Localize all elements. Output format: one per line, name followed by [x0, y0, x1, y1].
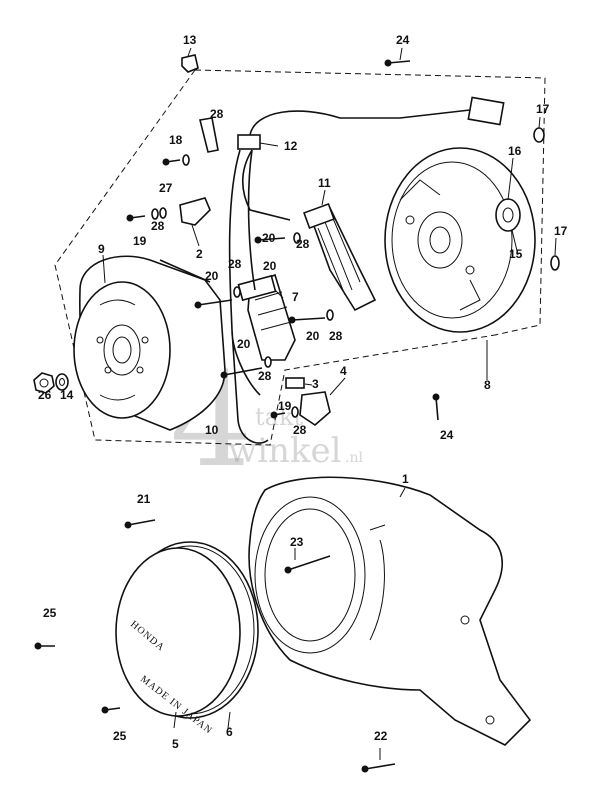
callout-27: 27 — [159, 181, 173, 195]
cover-screws — [34, 519, 396, 773]
assembly-boundary — [54, 69, 546, 446]
washer-17-lower — [550, 255, 560, 271]
callout-28-top: 28 — [210, 107, 224, 121]
callout-14: 14 — [60, 388, 74, 402]
callout-4: 4 — [340, 364, 347, 378]
callout-20-lower: 20 — [237, 337, 251, 351]
callout-28-mid: 28 — [151, 219, 165, 233]
callout-26: 26 — [38, 388, 52, 402]
callout-8: 8 — [484, 378, 491, 392]
watermark-suffix: .nl — [345, 450, 363, 466]
callout-17-lower: 17 — [554, 224, 568, 238]
pickup-4 — [299, 391, 331, 427]
callout-24-mid: 24 — [440, 428, 454, 442]
callout-22: 22 — [374, 729, 388, 743]
callout-15: 15 — [509, 247, 523, 261]
callout-25-left: 25 — [43, 606, 57, 620]
washer-17-upper — [533, 127, 545, 143]
callout-20-right: 20 — [306, 329, 320, 343]
wiring-harness — [228, 109, 471, 444]
callout-10: 10 — [205, 423, 219, 437]
callout-2: 2 — [196, 247, 203, 261]
callout-28-coil7: 28 — [228, 257, 242, 271]
callout-18: 18 — [169, 133, 183, 147]
callout-1: 1 — [402, 472, 409, 486]
callout-21: 21 — [137, 492, 151, 506]
callout-6: 6 — [226, 725, 233, 739]
leader-lines — [102, 47, 557, 760]
callout-24-top: 24 — [396, 33, 410, 47]
coil-11 — [303, 203, 377, 312]
clip-13 — [181, 54, 199, 73]
callout-20-left: 20 — [205, 269, 219, 283]
coil-7 — [237, 273, 296, 361]
rotor-nut-and-washer — [33, 372, 69, 394]
bracket-plate — [199, 117, 219, 153]
callout-5: 5 — [172, 737, 179, 751]
pickup-block-3 — [285, 377, 305, 389]
callout-3: 3 — [312, 377, 319, 391]
small-screws — [126, 59, 440, 421]
callout-19-upper: 19 — [133, 234, 147, 248]
callout-20-coil11: 20 — [262, 231, 276, 245]
point-cover: HONDA MADE IN JAPAN — [115, 541, 259, 737]
callout-7: 7 — [292, 290, 299, 304]
callout-28-coil11: 28 — [296, 237, 310, 251]
callout-19-lower: 19 — [278, 399, 292, 413]
callout-17-upper: 17 — [536, 102, 550, 116]
generator-cover — [248, 476, 532, 746]
callout-11: 11 — [318, 176, 331, 190]
callout-28-bottom: 28 — [293, 423, 307, 437]
callout-20-coil7: 20 — [263, 259, 277, 273]
callout-28-right: 28 — [329, 329, 343, 343]
wire-connector — [467, 96, 505, 126]
callout-16: 16 — [508, 144, 522, 158]
callouts: 13 24 17 28 18 12 16 27 11 28 19 2 17 28… — [38, 33, 568, 751]
callout-9: 9 — [98, 242, 105, 256]
callout-23: 23 — [290, 535, 304, 549]
callout-25-bottom: 25 — [113, 729, 127, 743]
stator-base-plate — [384, 147, 536, 333]
callout-13: 13 — [183, 33, 197, 47]
callout-28-lower: 28 — [258, 369, 272, 383]
contact-bracket-2 — [179, 197, 211, 226]
wire-clamp-12 — [237, 134, 261, 150]
callout-12: 12 — [284, 139, 298, 153]
flywheel-rotor — [73, 255, 226, 431]
